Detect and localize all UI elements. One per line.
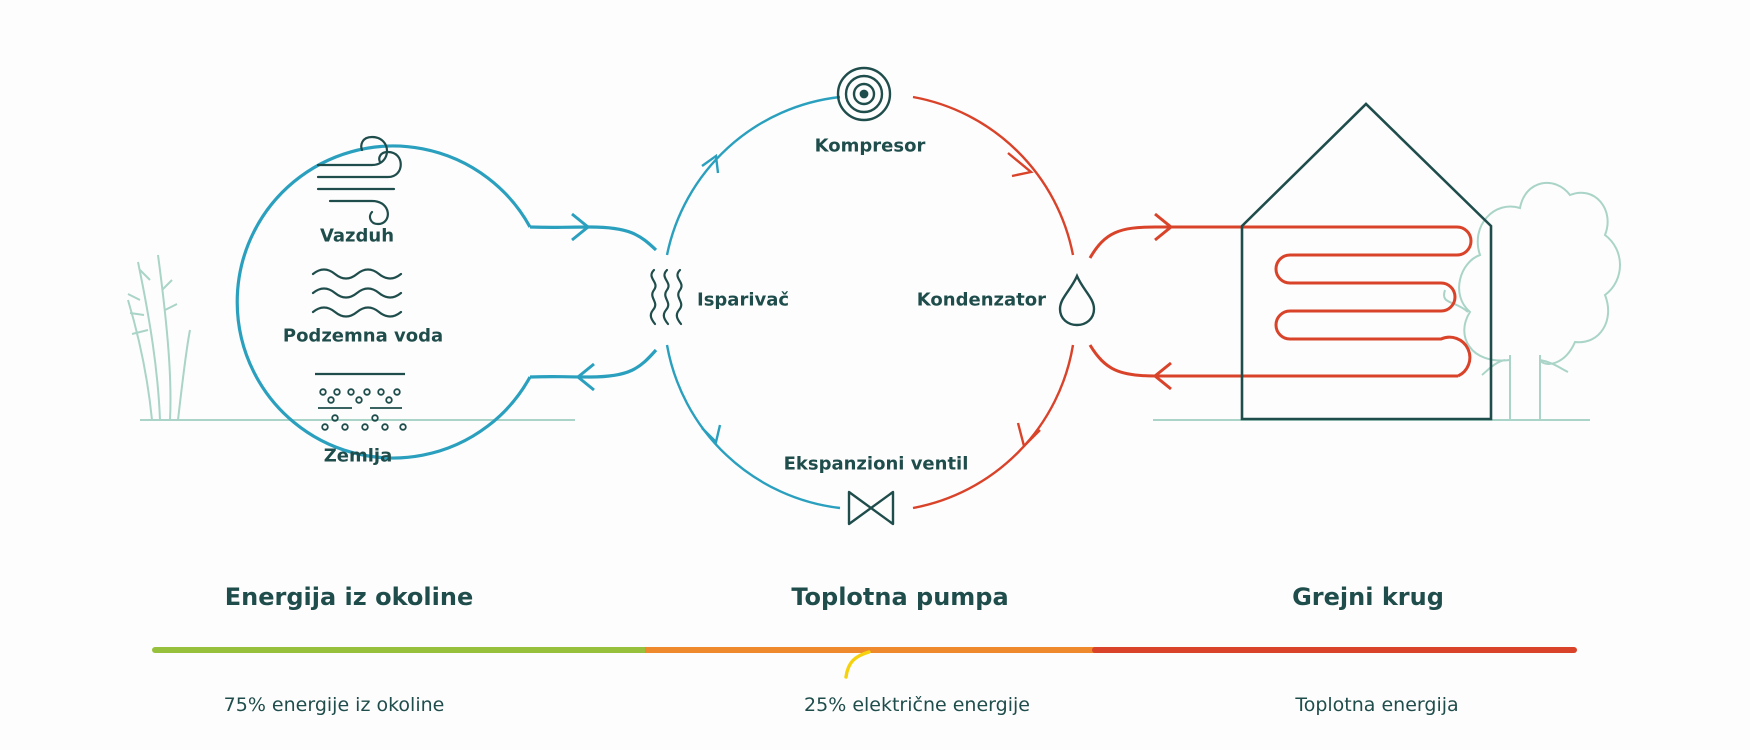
pipe-supply [1088,225,1457,259]
arrow-to-evaporator [571,212,591,242]
share-heat: Toplotna energija [1295,694,1459,716]
heading-heating-circuit: Grejni krug [1292,583,1444,611]
pipe-return [1088,344,1458,378]
cycle-hot-upper [912,95,1075,256]
electric-input-marker [844,650,871,679]
arrow-cycle-down-right [1016,422,1041,449]
heading-heat-pump: Toplotna pumpa [791,583,1009,611]
valve-icon [847,490,895,526]
label-evaporator: Isparivač [697,289,790,311]
house-icon [1240,102,1493,421]
cycle-cold-upper [665,95,841,256]
pipe-to-evaporator [529,225,658,252]
grass-icon [127,254,191,421]
heading-environment: Energija iz okoline [224,583,474,611]
waves-icon [311,268,403,318]
label-expansion-valve: Ekspanzioni ventil [783,453,969,475]
energy-share-bar [152,647,1577,679]
evaporator-icon [649,268,683,326]
pipe-from-evaporator [529,348,658,379]
heat-pump-cycle [649,66,1096,526]
floor-heating-coil [1274,225,1473,378]
soil-icon [315,372,407,431]
cycle-hot-lower [912,344,1075,510]
arrow-cycle-up-left [701,153,720,174]
label-earth: Zemlja [323,445,393,467]
label-compressor: Kompresor [814,135,926,157]
heating-circuit [1088,102,1493,421]
environment-source [235,135,658,460]
tree-icon [1443,181,1621,420]
arrow-supply [1154,212,1174,242]
share-environment: 75% energije iz okoline [223,694,445,716]
drop-icon [1058,272,1096,327]
landscape [127,181,1621,421]
label-air: Vazduh [319,225,395,247]
arrow-return [1152,361,1172,391]
share-electric: 25% električne energije [804,694,1030,716]
compressor-icon [836,66,892,122]
label-groundwater: Podzemna voda [282,325,444,347]
arrow-cycle-up-right [1007,152,1034,178]
cycle-cold-lower [665,344,841,510]
environment-loop [235,144,532,460]
label-condenser: Kondenzator [916,289,1046,311]
arrow-cycle-down-left [701,424,722,445]
wind-icon [316,135,402,226]
arrow-from-evaporator [575,362,595,392]
